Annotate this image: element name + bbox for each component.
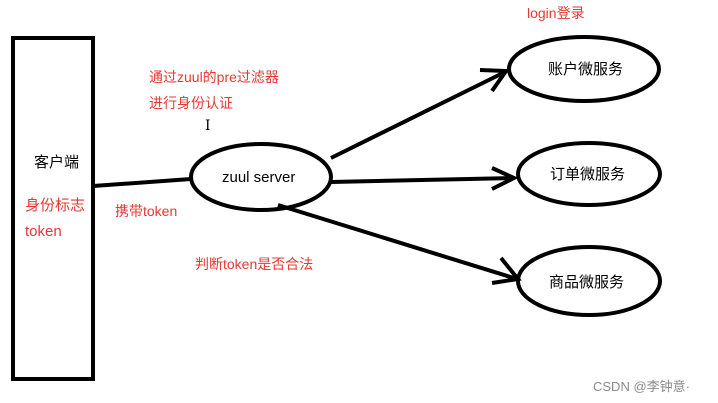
annotation-filter-line1: 通过zuul的pre过滤器 [149,69,279,85]
gateway-label: zuul server [222,169,296,186]
arrow-gateway-product [277,203,518,281]
annotation-login: login登录 [527,5,585,21]
client-label: 客户端 [34,154,80,171]
service-label-order: 订单微服务 [550,166,626,183]
service-label-account: 账户微服务 [548,61,624,78]
text-cursor-icon: I [205,118,211,134]
watermark: CSDN @李钟意· [593,379,690,394]
service-label-product: 商品微服务 [549,274,625,291]
arrow-gateway-account [330,70,506,160]
annotation-filter-line2: 进行身份认证 [149,95,233,111]
annotation-carry-token: 携带token [115,203,178,219]
service-node-order [516,141,662,207]
arrow-gateway-order [330,176,515,184]
arrowhead-product [491,256,522,285]
service-node-account [507,35,661,103]
client-token-label: token [25,223,62,240]
gateway-node [189,142,333,212]
arrowhead-order [491,166,519,191]
annotation-validate-token: 判断token是否合法 [195,256,314,272]
client-identity-label: 身份标志 [25,197,86,214]
client-box [11,36,95,381]
client-gateway-connector [92,177,192,188]
arrowhead-account [479,68,510,93]
